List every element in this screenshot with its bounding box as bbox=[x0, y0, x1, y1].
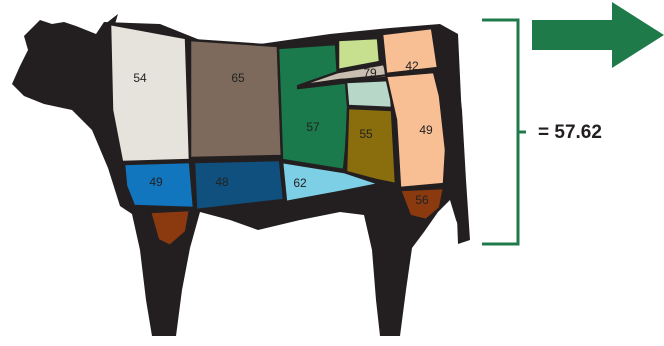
cut-rib bbox=[190, 40, 282, 158]
cut-chuck bbox=[110, 24, 190, 162]
right-arrow-icon bbox=[532, 2, 664, 68]
summary-bracket bbox=[482, 20, 526, 244]
cut-label-round-top: 42 bbox=[405, 59, 419, 73]
cut-label-round: 49 bbox=[419, 123, 433, 137]
cut-label-shank-hind: 56 bbox=[415, 193, 429, 207]
cut-sirloin-mid bbox=[346, 80, 392, 108]
cut-label-chuck: 54 bbox=[133, 71, 147, 85]
cut-sirloin bbox=[346, 108, 396, 184]
cut-label-rib: 65 bbox=[231, 71, 245, 85]
cut-label-loin: 57 bbox=[306, 120, 320, 134]
cut-label-tenderloin: 79 bbox=[363, 66, 377, 80]
cut-label-brisket: 49 bbox=[149, 175, 163, 189]
cut-label-plate: 48 bbox=[215, 175, 229, 189]
cut-plate bbox=[194, 160, 284, 210]
weighted-average-total: = 57.62 bbox=[538, 122, 602, 143]
cut-label-flank: 62 bbox=[293, 176, 307, 190]
cut-label-sirloin: 55 bbox=[359, 127, 373, 141]
